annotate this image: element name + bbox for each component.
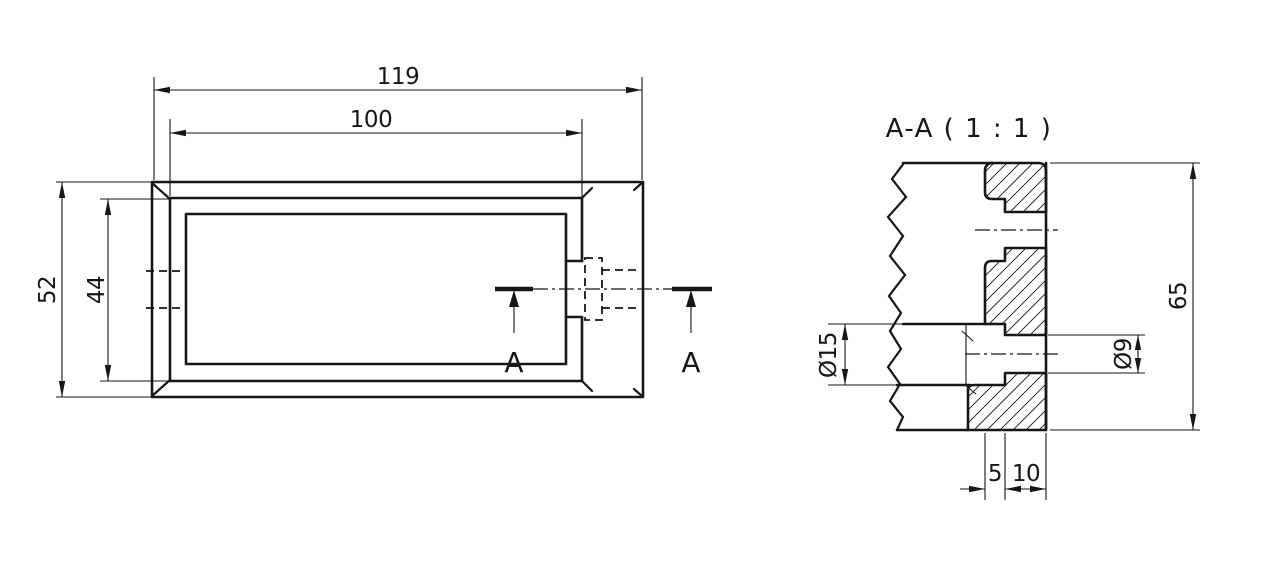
dim-dia15: Ø15	[816, 323, 903, 386]
cut-label-right: A	[681, 346, 700, 379]
dim-65-extension-lines	[1050, 162, 1200, 431]
dim-100-extension-lines	[169, 119, 583, 210]
section-view: A-A ( 1 : 1 ) 65	[816, 114, 1200, 500]
cut-arrowhead-right	[686, 290, 696, 307]
dim-100-arrow-left	[170, 129, 186, 137]
dim-dia15-label: Ø15	[816, 332, 842, 378]
dim-119: 119	[153, 64, 643, 180]
dim-44-label: 44	[84, 276, 110, 304]
dim-65-arrow-bottom	[1189, 414, 1197, 430]
front-chamfer-bottom-left	[150, 378, 172, 398]
dim-dia9-arrow-bottom	[1134, 358, 1142, 373]
dim-44-extension-lines	[100, 198, 170, 382]
break-line-zigzag	[886, 161, 908, 432]
dim-10-arrow-right	[1030, 485, 1046, 493]
dim-5-label: 5	[988, 461, 1002, 487]
dim-119-arrow-left	[154, 86, 170, 94]
cut-arrowhead-left	[509, 290, 519, 307]
dim-52-arrow-bottom	[58, 381, 66, 397]
section-cut-line: A A	[495, 286, 712, 379]
section-title: A-A ( 1 : 1 )	[886, 114, 1053, 144]
slot-chamfer-tick-top	[961, 330, 974, 342]
dim-52-arrow-top	[58, 182, 66, 198]
front-left-wall-hidden-hole	[146, 270, 187, 309]
section-wall-middle-block	[983, 246, 1048, 337]
dim-65-label: 65	[1166, 282, 1192, 310]
front-chamfer-top-left	[150, 181, 172, 201]
front-view: A A 119 100 52	[35, 64, 712, 399]
dim-dia15-arrow-top	[841, 324, 849, 340]
dim-44-arrow-top	[104, 199, 112, 215]
slot-chamfer-tick-bottom	[965, 385, 977, 395]
front-hidden-hole	[602, 269, 641, 309]
section-wall-lower-block	[966, 371, 1048, 432]
cut-label-left: A	[504, 346, 523, 379]
dim-dia9-extension-lines	[1048, 334, 1145, 374]
dim-dia9: Ø9	[1048, 334, 1145, 374]
dim-100: 100	[169, 107, 583, 210]
dim-5-arrow	[969, 485, 985, 493]
dim-52: 52	[35, 181, 152, 398]
dim-52-label: 52	[35, 276, 61, 304]
dim-52-extension-lines	[56, 181, 152, 398]
dim-dia15-extension-lines	[828, 323, 903, 386]
dim-100-label: 100	[350, 107, 392, 133]
dim-119-extension-lines	[153, 77, 643, 180]
dim-44-arrow-bottom	[104, 365, 112, 381]
dim-dia9-label: Ø9	[1111, 338, 1137, 370]
dim-dia9-arrow-top	[1134, 335, 1142, 350]
front-hidden-counterbore	[584, 257, 603, 321]
dim-119-label: 119	[377, 64, 419, 90]
dim-44: 44	[84, 198, 170, 382]
dim-dia15-arrow-bottom	[841, 369, 849, 385]
dim-119-arrow-right	[626, 86, 642, 94]
dim-10-label: 10	[1012, 461, 1040, 487]
dim-100-arrow-right	[566, 129, 582, 137]
front-chamfer-bottom-right	[580, 379, 645, 399]
dim-10-arrow-left	[1005, 485, 1021, 493]
front-counterbore-mouth-edges	[564, 259, 584, 319]
front-chamfer-top-right	[580, 180, 645, 200]
dim-65-arrow-top	[1189, 163, 1197, 179]
section-wall-upper-block	[983, 161, 1048, 214]
dim-65: 65	[1050, 162, 1200, 431]
dim-5-and-10: 5 10	[960, 433, 1047, 500]
